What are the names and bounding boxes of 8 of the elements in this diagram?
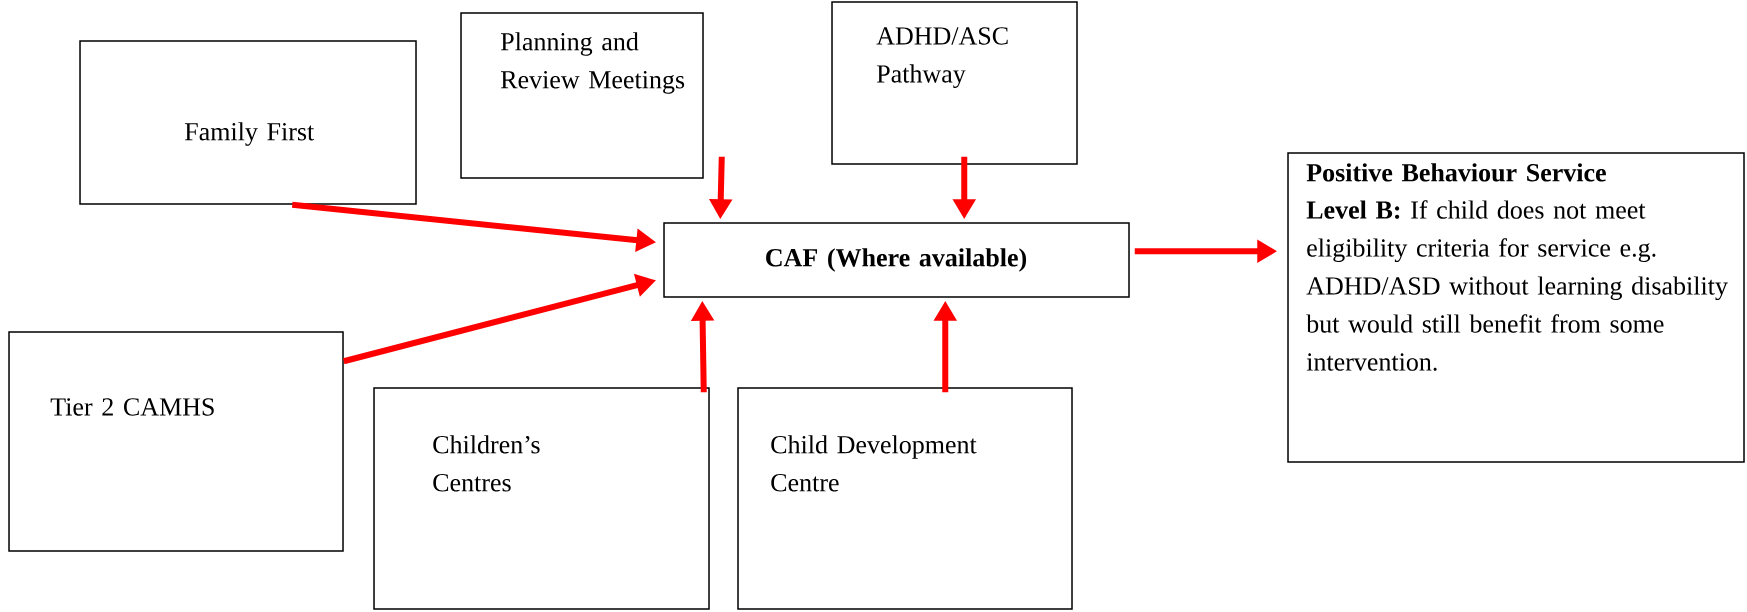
text-box: Family First xyxy=(79,40,417,205)
text-box: Children’s Centres xyxy=(373,387,710,610)
text-box: ADHD/ASC Pathway xyxy=(831,1,1078,165)
text-box: Tier 2 CAMHS xyxy=(8,331,344,552)
text-box: Positive Behaviour Service Level B: If child does not meet eligibility criteria for service e.g. ADHD/ASD without learning disability but would still benefit from some intervention. xyxy=(1287,152,1745,463)
text-box: Child Development Centre xyxy=(737,387,1073,610)
text-box: Planning and Review Meetings xyxy=(460,12,704,179)
text-box: CAF (Where available) xyxy=(663,222,1130,298)
